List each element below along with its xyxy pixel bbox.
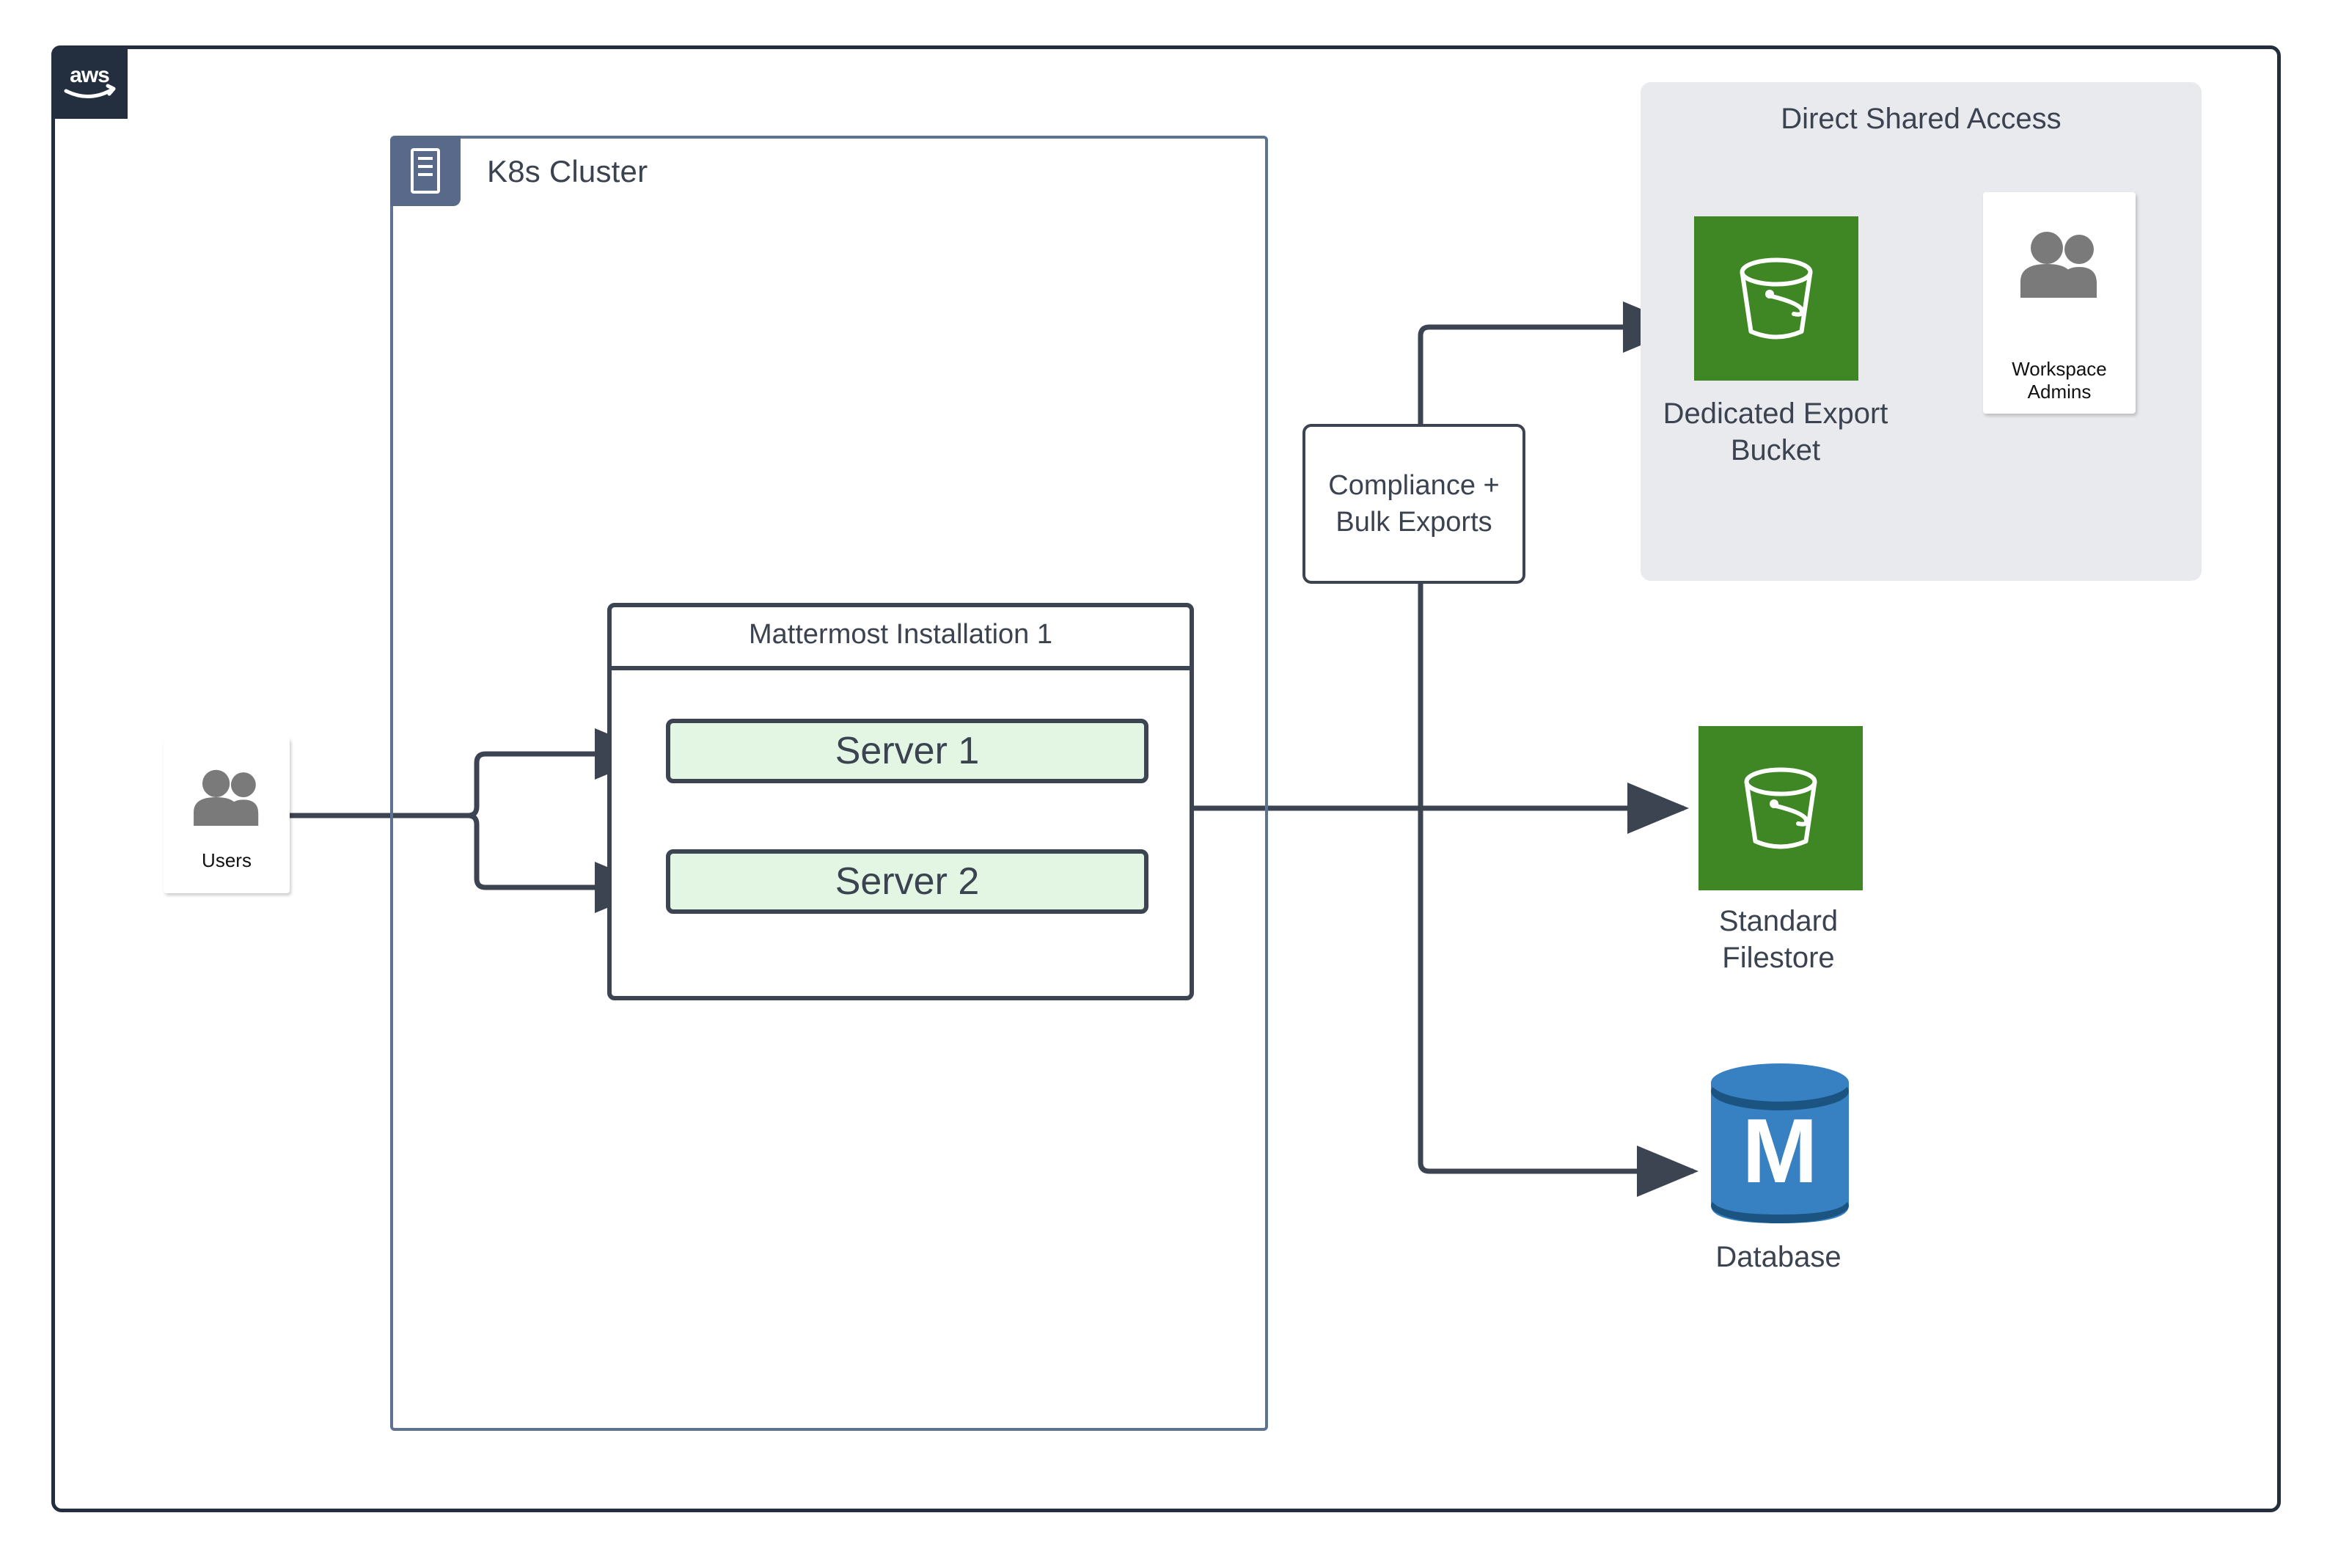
workspace-admins-label: Workspace Admins xyxy=(2012,358,2107,403)
direct-shared-access-title: Direct Shared Access xyxy=(1781,103,2062,135)
database-label: Database xyxy=(1715,1241,1842,1273)
standard-filestore-label: Standard Filestore xyxy=(1606,904,1951,976)
server-rack-icon xyxy=(390,136,461,206)
compliance-bulk-exports-node[interactable]: Compliance + Bulk Exports xyxy=(1302,424,1525,584)
users-actor[interactable]: Users xyxy=(164,738,290,893)
users-label: Users xyxy=(202,849,252,871)
s3-bucket-icon-filestore[interactable] xyxy=(1698,726,1863,890)
k8s-cluster-title: K8s Cluster xyxy=(487,154,648,188)
compliance-label-line-1: Compliance + xyxy=(1328,469,1500,501)
filestore-label-line-1: Standard xyxy=(1718,905,1839,937)
server-2-node[interactable]: Server 2 xyxy=(666,849,1148,914)
svg-text:aws: aws xyxy=(70,63,109,87)
dedicated-export-bucket-label: Dedicated Export Bucket xyxy=(1603,396,1948,469)
export-label-line-2: Bucket xyxy=(1730,433,1821,466)
aws-account-boundary xyxy=(51,45,2281,1512)
export-label-line-1: Dedicated Export xyxy=(1663,398,1888,430)
k8s-cluster-boundary xyxy=(390,136,1268,1431)
workspace-admins-actor[interactable]: Workspace Admins xyxy=(1983,192,2136,414)
mattermost-installation-title: Mattermost Installation 1 xyxy=(607,603,1194,670)
compliance-label-line-2: Bulk Exports xyxy=(1335,507,1492,538)
mattermost-database-icon[interactable]: M xyxy=(1708,1062,1852,1226)
aws-logo-icon: aws xyxy=(51,45,128,119)
server-1-node[interactable]: Server 1 xyxy=(666,719,1148,783)
svg-text:M: M xyxy=(1742,1101,1817,1202)
s3-bucket-icon-export[interactable] xyxy=(1694,216,1858,381)
users-icon xyxy=(2016,230,2103,301)
filestore-label-line-2: Filestore xyxy=(1722,941,1835,974)
users-icon xyxy=(190,769,263,829)
